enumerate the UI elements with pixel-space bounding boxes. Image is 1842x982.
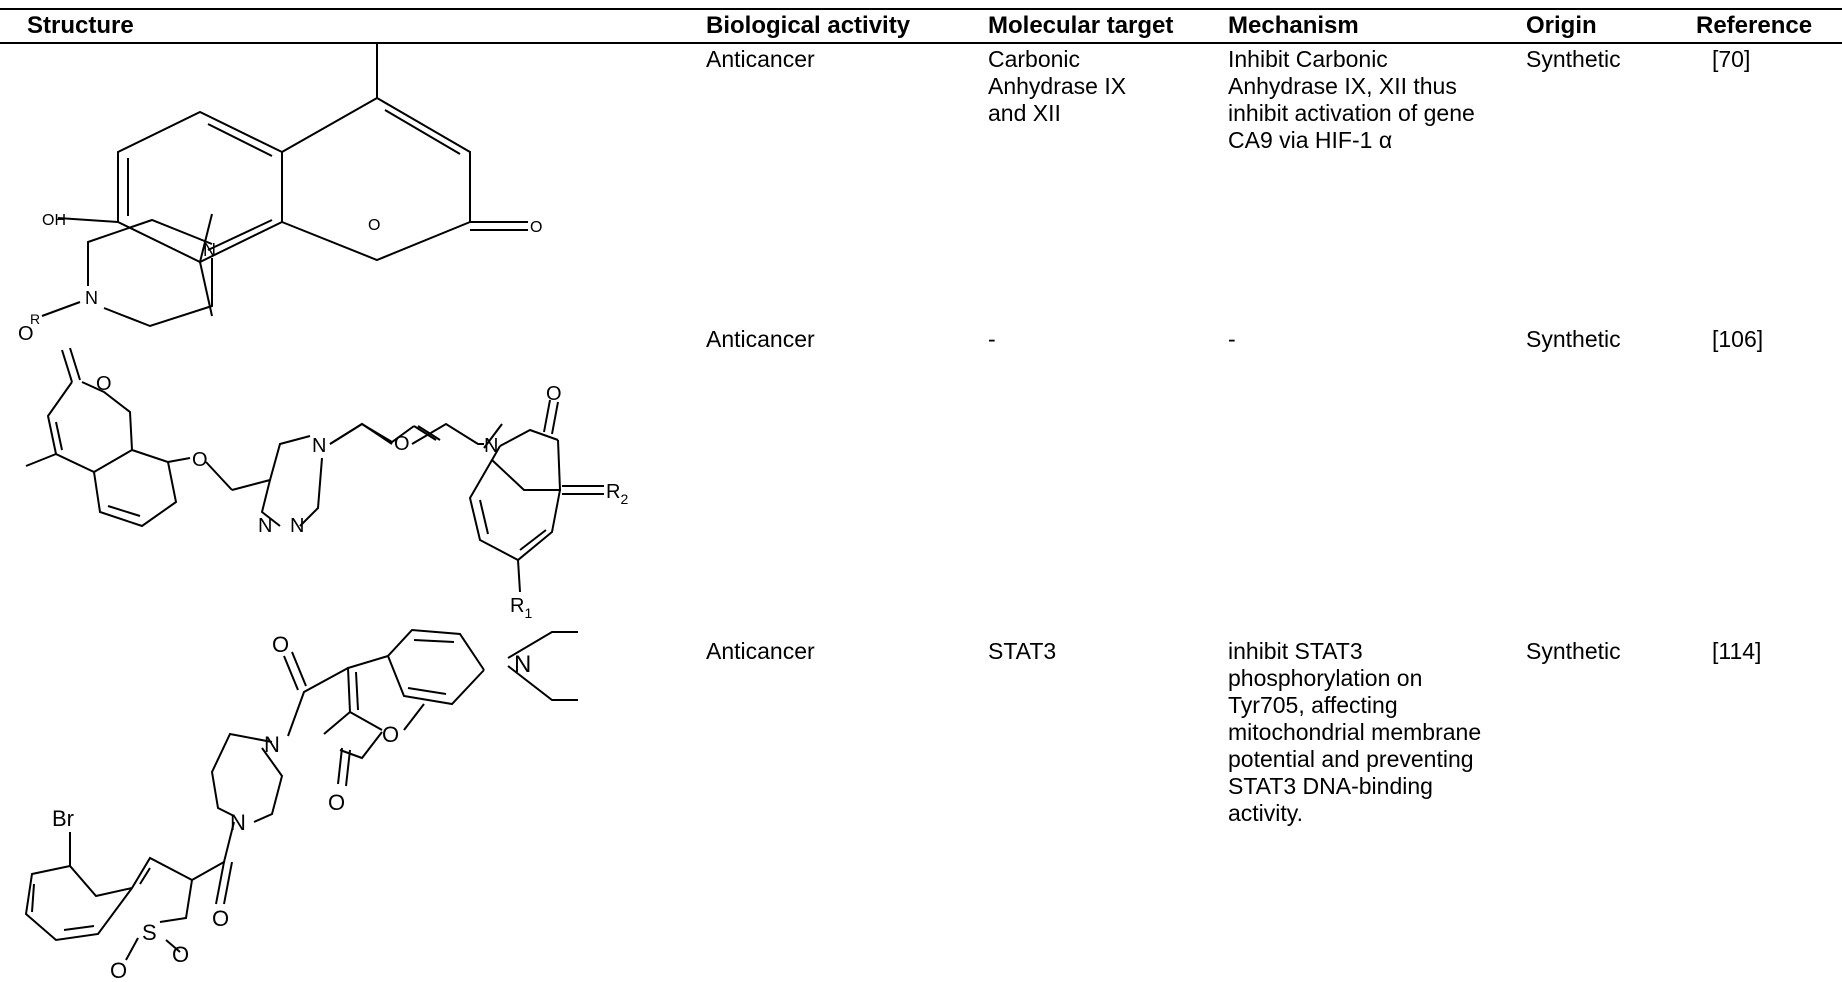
header-activity: Biological activity bbox=[706, 12, 911, 39]
atom-oh: OH bbox=[42, 212, 66, 229]
atom-n1: N bbox=[203, 240, 216, 260]
row2-mechanism: - bbox=[1228, 326, 1236, 352]
atom-n-tri1: N bbox=[312, 435, 326, 457]
row1-reference: [70] bbox=[1712, 46, 1751, 72]
atom-s: S bbox=[142, 920, 157, 945]
atom-o-keto-2: O bbox=[18, 323, 34, 345]
row3-activity: Anticancer bbox=[706, 638, 815, 664]
header-reference: Reference bbox=[1696, 12, 1813, 39]
row3-target: STAT3 bbox=[988, 638, 1057, 664]
atom-o-keto: O bbox=[530, 219, 542, 236]
atom-o-ring-3: O bbox=[382, 722, 399, 747]
row2-target: - bbox=[988, 326, 996, 352]
row3-origin: Synthetic bbox=[1526, 638, 1621, 664]
atom-o-s1: O bbox=[172, 942, 189, 967]
structure-1-piperazine: N N R bbox=[30, 213, 216, 328]
row2-activity: Anticancer bbox=[706, 326, 815, 352]
table-header-rule bbox=[0, 42, 1842, 44]
row2-origin: Synthetic bbox=[1526, 326, 1621, 352]
atom-n-tri3: N bbox=[290, 515, 304, 537]
atom-o-ether2: O bbox=[394, 433, 410, 455]
structure-3: N O O O N N O Br S O O bbox=[24, 628, 578, 982]
row2-reference: [106] bbox=[1712, 326, 1764, 352]
structure-2-right: O N O R2 R1 bbox=[329, 383, 628, 621]
row3-reference: [114] bbox=[1712, 638, 1762, 664]
atom-o-amide: O bbox=[272, 632, 289, 657]
atom-n2: N bbox=[85, 288, 98, 308]
row1-origin: Synthetic bbox=[1526, 46, 1621, 72]
atom-o-ring-2: O bbox=[96, 373, 112, 395]
header-target: Molecular target bbox=[988, 12, 1174, 39]
table-top-rule bbox=[0, 8, 1842, 10]
atom-o-ether1: O bbox=[192, 449, 208, 471]
atom-r: R bbox=[30, 311, 40, 327]
atom-br: Br bbox=[52, 806, 74, 831]
row1-activity: Anticancer bbox=[706, 46, 815, 72]
atom-n-tri2: N bbox=[258, 515, 272, 537]
header-structure: Structure bbox=[27, 12, 134, 39]
atom-r1: R1 bbox=[510, 595, 532, 621]
atom-o-amide2: O bbox=[212, 906, 229, 931]
atom-o-s2: O bbox=[110, 958, 127, 982]
row1-mechanism: Inhibit Carbonic Anhydrase IX, XII thus … bbox=[1228, 46, 1475, 153]
atom-o-ring: O bbox=[368, 217, 380, 234]
atom-o-lact: O bbox=[328, 790, 345, 815]
atom-o-ind: O bbox=[546, 383, 562, 405]
atom-r2: R2 bbox=[606, 481, 628, 507]
header-mechanism: Mechanism bbox=[1228, 12, 1359, 39]
atom-n-ind: N bbox=[484, 435, 498, 457]
atom-n-pip2: N bbox=[230, 810, 246, 835]
row3-mechanism: inhibit STAT3 phosphorylation on Tyr705,… bbox=[1228, 638, 1482, 826]
row1-target: Carbonic Anhydrase IX and XII bbox=[988, 46, 1127, 126]
atom-n-et: N bbox=[514, 651, 531, 678]
header-origin: Origin bbox=[1526, 12, 1597, 39]
atom-n-pip1: N bbox=[264, 732, 280, 757]
